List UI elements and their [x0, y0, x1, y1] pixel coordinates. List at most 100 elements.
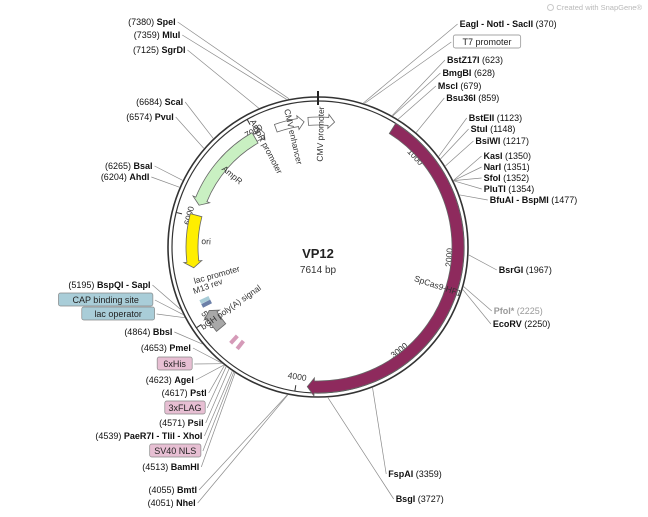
site-bsteii: BstEII (1123): [469, 113, 522, 123]
site-name: PvuI: [155, 112, 174, 122]
site-name: PstI: [190, 388, 207, 398]
site-label-bfuai-bspmi: BfuAI - BspMI (1477): [490, 195, 578, 205]
site-name: EagI - NotI - SacII: [460, 19, 534, 29]
site-name: AhdI: [129, 172, 149, 182]
site-position: (623): [480, 55, 504, 65]
site-position: (1217): [500, 136, 529, 146]
site-name: StuI: [471, 124, 488, 134]
leader-bsgi: [328, 398, 394, 499]
site-stui: StuI (1148): [471, 124, 516, 134]
site-position: (4571): [159, 418, 188, 428]
site-label-nhei: (4051) NheI: [148, 498, 196, 508]
site-name: BfuAI - BspMI: [490, 195, 549, 205]
tick-label-4000: 4000: [287, 370, 308, 383]
site-label-bbsi: (4864) BbsI: [124, 327, 172, 337]
site-position: (6574): [126, 112, 155, 122]
leader-kasi: [454, 156, 482, 180]
site-label-pfoi: PfoI* (2225): [494, 306, 543, 316]
site-label-bsiwi: BsiWI (1217): [475, 136, 529, 146]
site-position: (6265): [105, 161, 134, 171]
tag-mark-b: [237, 341, 243, 349]
site-label-pmei: (4653) PmeI: [141, 343, 191, 353]
leader-pluti: [454, 181, 482, 189]
site-psii: (4571) PsiI: [159, 418, 204, 428]
leader-pmei: [193, 348, 221, 363]
site-nari: NarI (1351): [484, 162, 530, 172]
site-label-bsgi: BsgI (3727): [396, 494, 444, 504]
site-name: SpeI: [157, 17, 176, 27]
site-name: PaeR7I - TliI - XhoI: [124, 431, 203, 441]
site-sv40-nls: SV40 NLS: [150, 444, 201, 457]
site-name: BbsI: [153, 327, 173, 337]
leader-mlui: [182, 35, 286, 99]
leader-t7-promoter: [365, 42, 452, 103]
site-name: PfoI*: [494, 306, 515, 316]
site-label-mlui: (7359) MluI: [134, 30, 181, 40]
site-label-psii: (4571) PsiI: [159, 418, 204, 428]
site-psti: (4617) PstI: [162, 388, 207, 398]
site-position: (679): [458, 81, 482, 91]
site-name-sv40-nls: SV40 NLS: [154, 446, 196, 456]
site-bbsi: (4864) BbsI: [124, 327, 172, 337]
site-name: BsrGI: [499, 265, 524, 275]
plasmid-name: VP12: [302, 246, 334, 261]
site-label-pvui: (6574) PvuI: [126, 112, 174, 122]
site-name: BstZ17I: [447, 55, 480, 65]
site-name: NarI: [484, 162, 502, 172]
tick-6000: [176, 212, 182, 213]
site-name: ScaI: [165, 97, 184, 107]
site-position: (628): [471, 68, 495, 78]
site-position: (3727): [415, 494, 444, 504]
site-name: MscI: [438, 81, 458, 91]
site-label-nari: NarI (1351): [484, 162, 530, 172]
site-position: (4617): [162, 388, 191, 398]
site-paer7i-tlii-xhoi: (4539) PaeR7I - TliI - XhoI: [95, 431, 202, 441]
site-msci: MscI (679): [438, 81, 482, 91]
plasmid-size: 7614 bp: [300, 265, 337, 276]
site-name: KasI: [484, 151, 503, 161]
site-bfuai-bspmi: BfuAI - BspMI (1477): [490, 195, 578, 205]
site-position: (859): [476, 93, 500, 103]
site-3xflag: 3xFLAG: [165, 401, 205, 414]
leader-bsrgi: [469, 255, 497, 270]
site-position: (4864): [124, 327, 153, 337]
site-position: (2250): [522, 319, 551, 329]
site-spei: (7380) SpeI: [128, 17, 176, 27]
leader-pvui: [176, 117, 204, 148]
site-name: PluTI: [484, 184, 506, 194]
leader-scai: [185, 102, 213, 138]
leader-nhei: [198, 395, 288, 503]
site-label-ahdi: (6204) AhdI: [101, 172, 150, 182]
site-kasi: KasI (1350): [484, 151, 532, 161]
site-position: (6684): [136, 97, 165, 107]
site-pfoi: PfoI* (2225): [494, 306, 543, 316]
site-t7-promoter: T7 promoter: [453, 35, 520, 48]
site-scai: (6684) ScaI: [136, 97, 183, 107]
site-label-sgrdi: (7125) SgrDI: [133, 45, 186, 55]
leader-ahdi: [151, 177, 179, 187]
site-pluti: PluTI (1354): [484, 184, 535, 194]
site-position: (7125): [133, 45, 162, 55]
leader-fspai: [373, 388, 387, 474]
site-label-sfoi: SfoI (1352): [484, 173, 530, 183]
tag-mark-a: [231, 336, 238, 343]
site-name: BsgI: [396, 494, 416, 504]
site-bamhi: (4513) BamHI: [142, 462, 199, 472]
site-6xhis: 6xHis: [157, 357, 192, 370]
leader-eagi-noti-sacii: [363, 24, 457, 103]
site-position: (4051): [148, 498, 177, 508]
site-name: PsiI: [188, 418, 204, 428]
site-position: (4653): [141, 343, 170, 353]
feature-ampr-label: AmpR: [220, 164, 245, 187]
site-bstz17i: BstZ17I (623): [447, 55, 503, 65]
site-name: BamHI: [171, 462, 200, 472]
site-sgrdi: (7125) SgrDI: [133, 45, 186, 55]
site-mlui: (7359) MluI: [134, 30, 181, 40]
site-position: (1123): [494, 113, 522, 123]
site-nhei: (4051) NheI: [148, 498, 196, 508]
site-name-lac-operator: lac operator: [94, 309, 142, 319]
site-label-bsteii: BstEII (1123): [469, 113, 522, 123]
site-sfoi: SfoI (1352): [484, 173, 530, 183]
leader-bsai: [155, 166, 183, 180]
